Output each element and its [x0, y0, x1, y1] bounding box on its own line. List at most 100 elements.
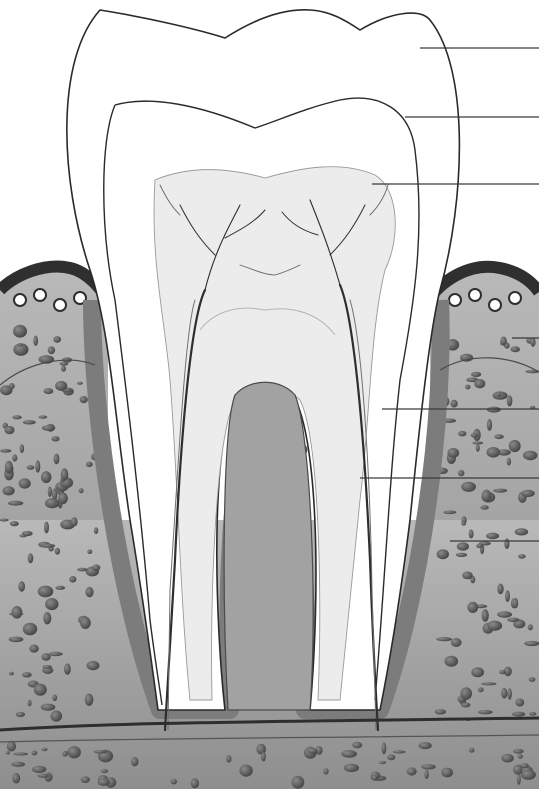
gum-papilla	[469, 289, 481, 301]
bone-pore	[462, 572, 473, 580]
bone-pore	[471, 372, 481, 377]
bone-pore	[28, 700, 32, 707]
bone-pore	[37, 774, 49, 778]
bone-pore	[513, 749, 524, 754]
bone-pore	[62, 751, 67, 757]
bone-pore	[43, 612, 51, 624]
bone-pore	[517, 774, 521, 785]
bone-pore	[471, 667, 484, 677]
bone-pore	[460, 687, 472, 700]
bone-pore	[523, 451, 538, 461]
bone-pore	[512, 712, 525, 717]
bone-pore	[13, 752, 28, 755]
bone-pore	[456, 553, 467, 557]
bone-pore	[87, 549, 92, 554]
bone-pore	[7, 741, 16, 752]
bone-pore	[55, 586, 65, 590]
bone-pore	[407, 767, 417, 775]
bone-pore	[85, 694, 94, 706]
bone-pore	[38, 586, 54, 598]
bone-pore	[131, 757, 139, 766]
bone-pore	[58, 493, 68, 505]
gum-papilla	[449, 294, 461, 306]
bone-pore	[45, 498, 60, 508]
bone-pore	[226, 755, 231, 762]
gum-papilla	[509, 292, 521, 304]
bone-pore	[352, 742, 362, 749]
bone-pore	[443, 511, 456, 515]
bone-pore	[68, 746, 81, 758]
bone-pore	[529, 677, 536, 682]
bone-pore	[458, 470, 464, 476]
bone-pore	[32, 766, 46, 773]
bone-pore	[23, 420, 36, 424]
bone-pore	[521, 763, 529, 768]
bone-pore	[53, 336, 61, 343]
bone-pore	[41, 704, 56, 711]
bone-pore	[87, 661, 100, 670]
gum-papilla	[489, 299, 501, 311]
bone-pore	[499, 670, 506, 674]
bone-pore	[92, 564, 100, 570]
bone-pore	[71, 517, 78, 526]
bone-pore	[476, 544, 483, 548]
bone-pore	[435, 709, 446, 714]
bone-pore	[486, 533, 499, 540]
bone-pore	[29, 645, 39, 653]
gum-papilla	[54, 299, 66, 311]
bone-pore	[42, 425, 55, 431]
bone-pore	[22, 531, 33, 536]
bone-pore	[16, 712, 25, 717]
bone-pore	[500, 337, 506, 346]
bone-pore	[28, 553, 34, 563]
bone-pore	[476, 444, 480, 452]
bone-pore	[419, 742, 432, 749]
bone-pore	[292, 776, 305, 789]
bone-pore	[191, 778, 199, 788]
bone-pore	[8, 501, 23, 506]
bone-pore	[80, 617, 91, 629]
bone-pore	[77, 382, 83, 385]
bone-pore	[441, 768, 453, 778]
bone-pore	[497, 611, 512, 617]
bone-pore	[23, 623, 37, 636]
bone-pore	[18, 343, 23, 346]
bone-pore	[372, 775, 377, 781]
bone-pore	[11, 606, 22, 619]
bone-pore	[79, 488, 84, 493]
bone-pore	[529, 712, 536, 716]
bone-pore	[507, 618, 519, 622]
bone-pore	[487, 419, 492, 431]
interradicular-septum	[224, 382, 313, 710]
bone-pore	[44, 388, 54, 394]
bone-pore	[461, 521, 466, 525]
bone-pore	[530, 337, 535, 346]
bone-pore	[9, 383, 15, 389]
bone-pore	[521, 770, 536, 780]
bone-pore	[515, 528, 529, 535]
bone-pore	[13, 325, 27, 338]
bone-pore	[32, 751, 38, 756]
bone-pore	[518, 554, 526, 559]
bone-pore	[323, 768, 328, 774]
bone-pore	[61, 366, 66, 372]
bone-pore	[48, 346, 55, 354]
bone-pore	[469, 529, 474, 538]
bone-pore	[393, 750, 406, 753]
bone-pore	[12, 773, 20, 784]
bone-pore	[85, 587, 93, 597]
gum-papilla	[14, 294, 26, 306]
bone-pore	[20, 444, 24, 453]
bone-pore	[524, 641, 539, 646]
bone-pore	[18, 581, 25, 591]
bone-pore	[487, 621, 502, 631]
bone-pore	[474, 379, 485, 388]
bone-pore	[81, 776, 90, 783]
bone-pore	[0, 449, 11, 453]
bone-pore	[5, 426, 15, 434]
bone-pore	[12, 415, 21, 419]
bone-pore	[11, 762, 25, 767]
bone-pore	[504, 538, 509, 549]
